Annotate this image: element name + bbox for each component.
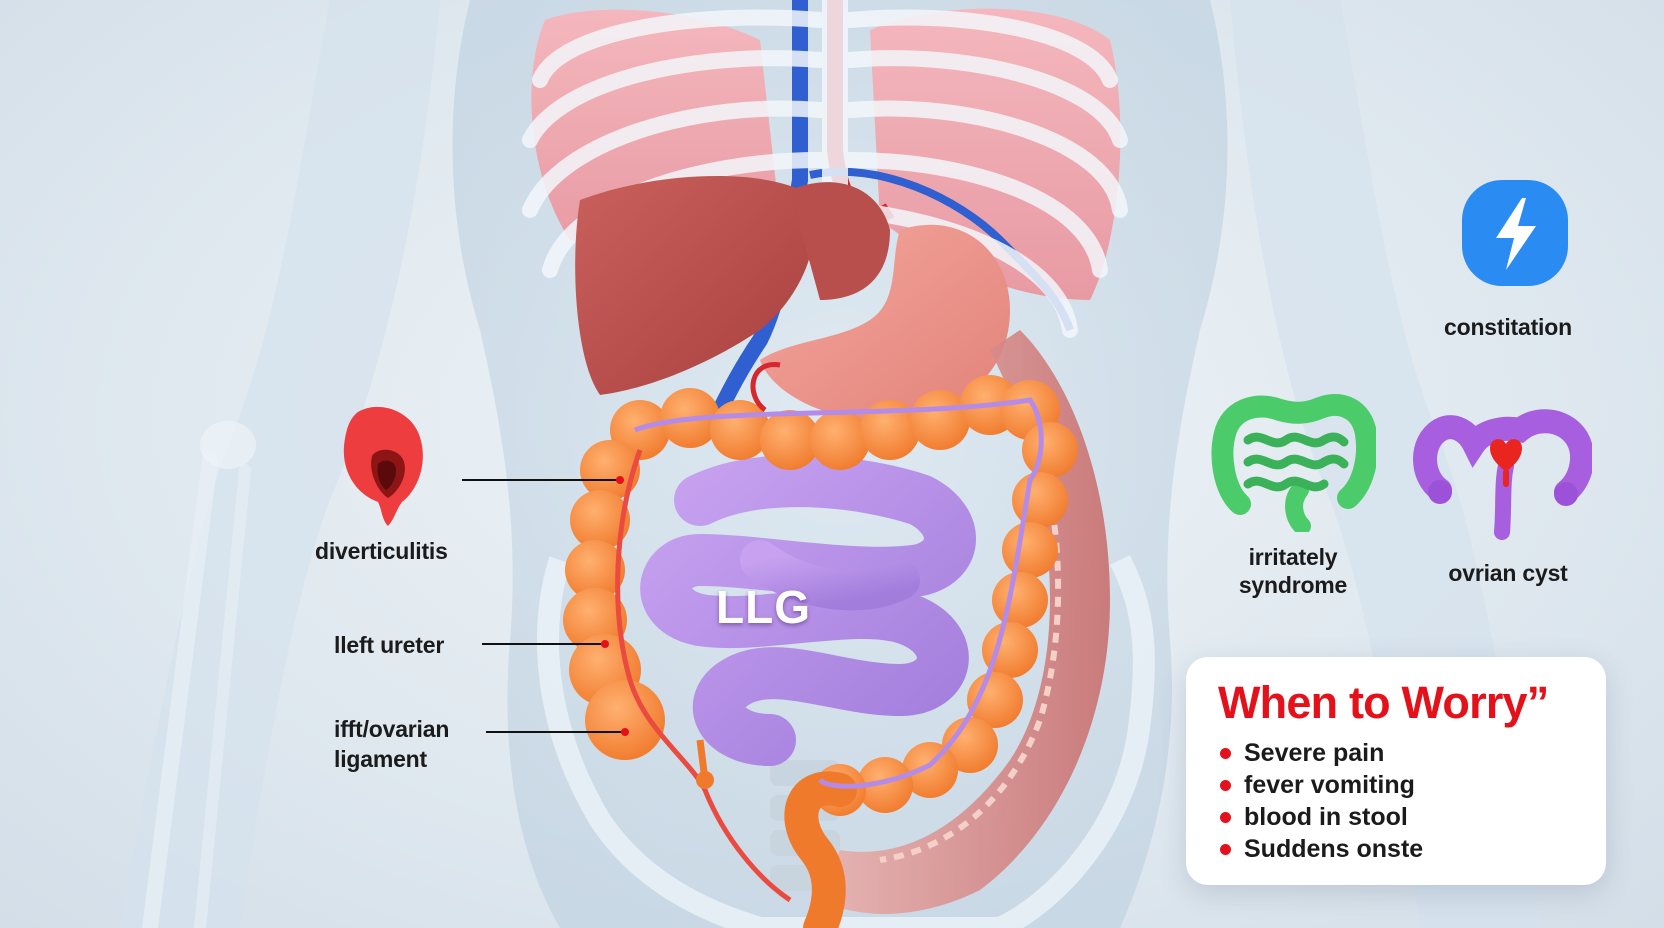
- wavy-colon-icon: [1211, 394, 1376, 532]
- sigmoid-colon: [784, 771, 857, 928]
- warning-sign-item: Suddens onste: [1218, 833, 1576, 865]
- ovarian-cyst-label: ovrian cyst: [1448, 560, 1568, 586]
- warning-signs-list: Severe pain fever vomiting blood in stoo…: [1218, 737, 1576, 865]
- left-ureter: [615, 449, 792, 903]
- constipation-label: constitation: [1444, 314, 1572, 340]
- ovarian-ligament-label-line1: ifft/ovarian: [334, 716, 450, 742]
- when-to-worry-title: When to Worry”: [1218, 677, 1549, 728]
- bullet-icon: [1220, 748, 1231, 759]
- ibs-label-line1: irritately: [1248, 544, 1338, 570]
- ovarian-ligament-label-line2: ligament: [334, 746, 427, 772]
- left-ureter-label: lleft ureter: [334, 632, 445, 658]
- lightning-icon: [1462, 180, 1568, 286]
- region-label: LLG: [716, 581, 811, 633]
- small-intestine: [640, 455, 976, 766]
- diverticulitis-label: diverticulitis: [315, 538, 448, 564]
- warning-sign-item: blood in stool: [1218, 801, 1576, 833]
- diverticulum-icon: [343, 406, 423, 526]
- left-arm: [120, 0, 440, 928]
- warning-sign-item: fever vomiting: [1218, 769, 1576, 801]
- bullet-icon: [1220, 812, 1231, 823]
- stomach: [760, 224, 1010, 420]
- bullet-icon: [1220, 844, 1231, 855]
- liver: [575, 176, 815, 395]
- warning-sign-item: Severe pain: [1218, 737, 1576, 769]
- when-to-worry-card: When to Worry” Severe pain fever vomitin…: [1186, 657, 1606, 885]
- bullet-icon: [1220, 780, 1231, 791]
- rib-cage: [522, 0, 1128, 338]
- uterus-icon: [1413, 409, 1592, 540]
- ibs-label-line2: syndrome: [1238, 572, 1348, 598]
